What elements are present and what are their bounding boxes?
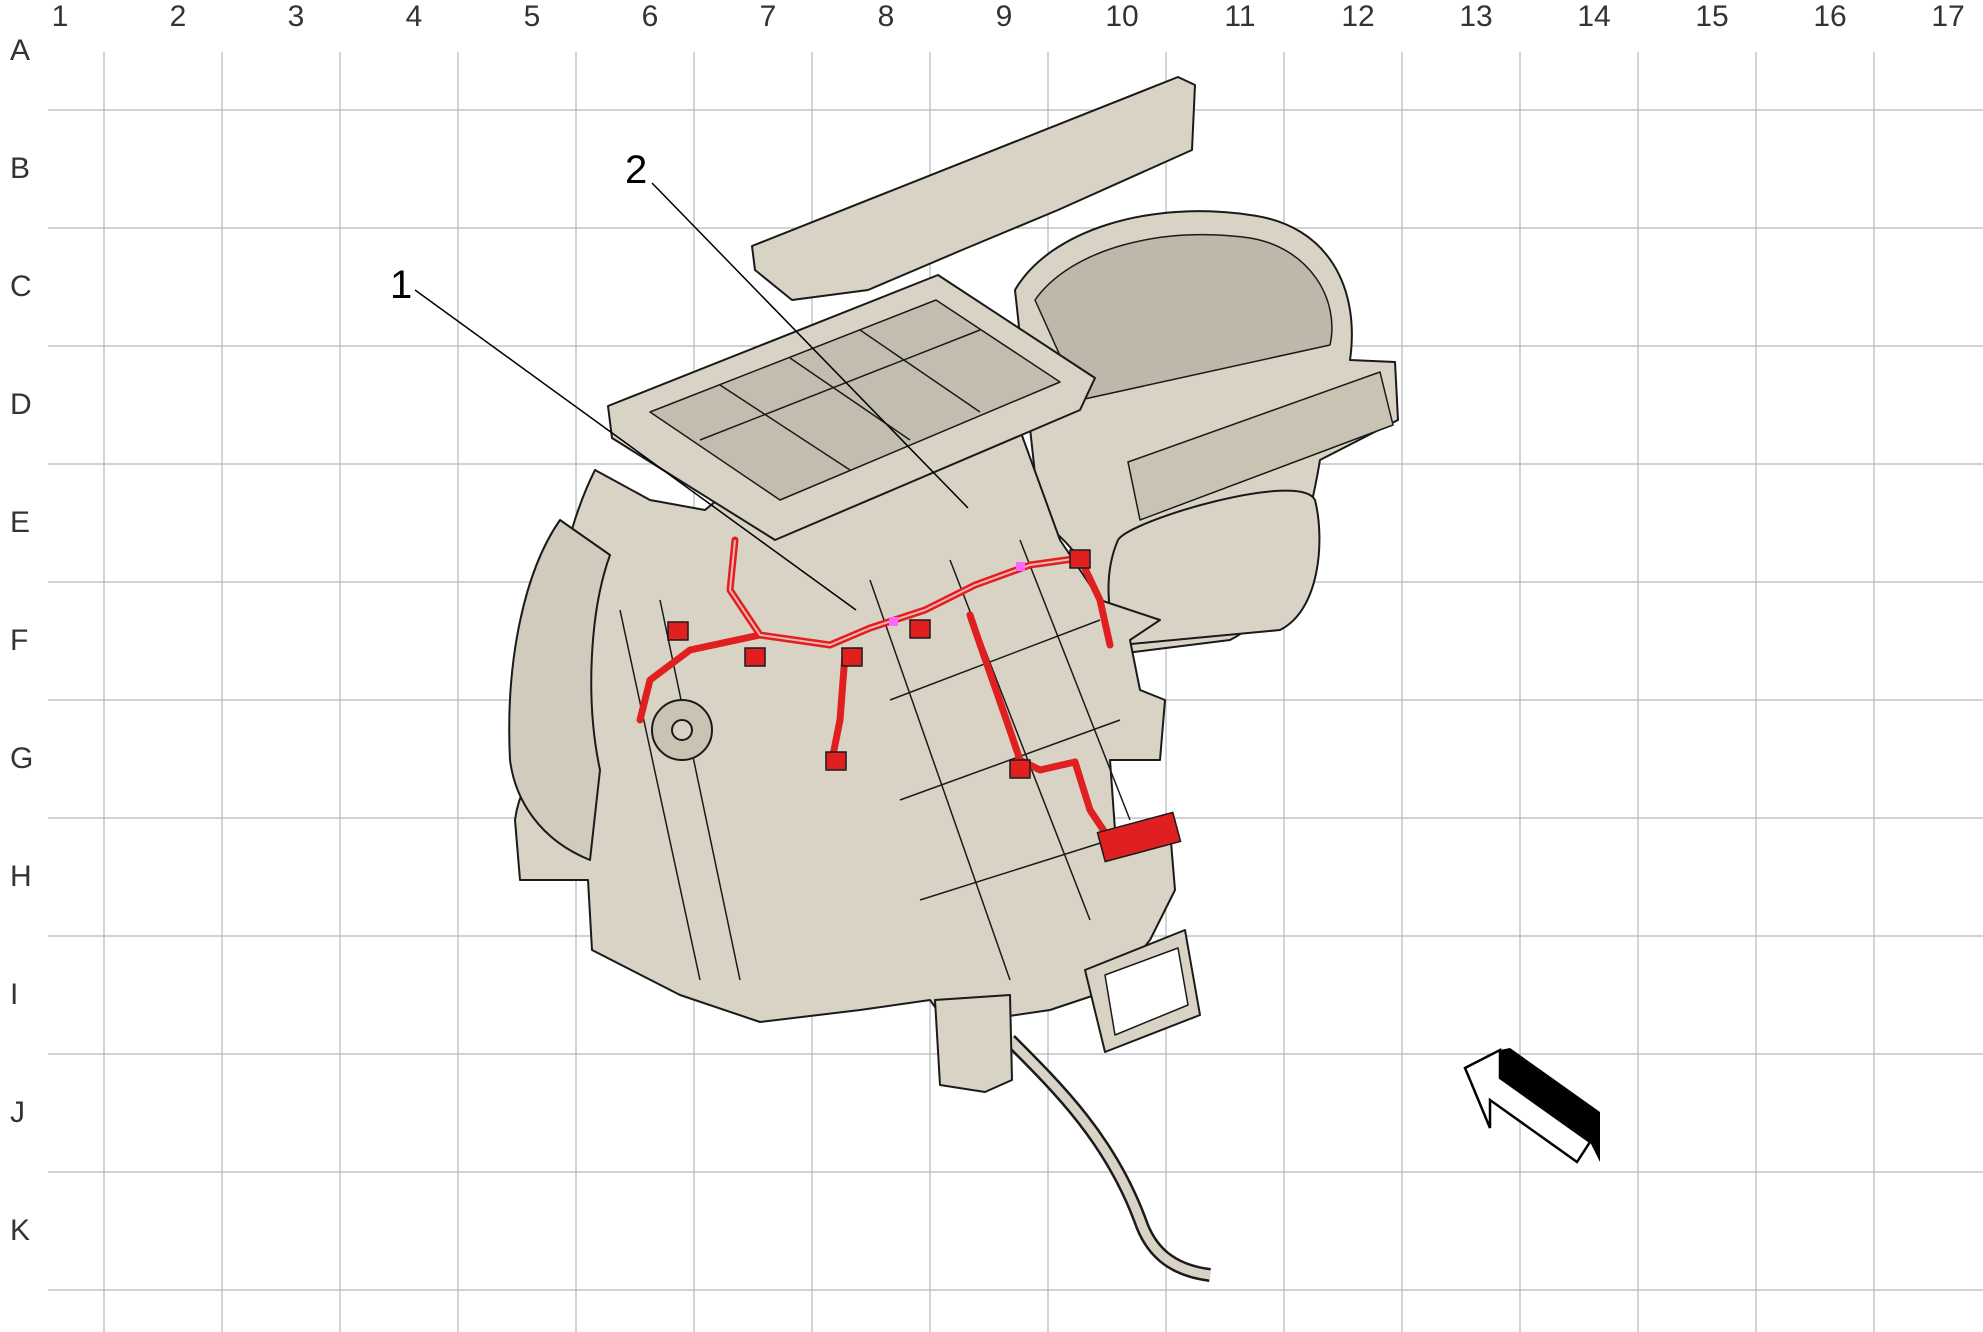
harness-branch-connector [1071,758,1114,844]
connector-1 [667,621,689,641]
callout-1-leader [414,289,857,611]
connector-5 [1069,549,1091,569]
outlet-grille-lines [699,329,981,471]
grid-column-label: 3 [288,0,305,33]
connector-3 [841,647,863,667]
grid-column-label: 14 [1577,0,1610,33]
floor-outlet-opening [1104,947,1189,1036]
view-direction-arrow [1463,1047,1600,1164]
top-outlet-inner [649,299,1061,501]
hvac-module-illustration [508,76,1399,1282]
harness-inner-stripe [728,539,1081,647]
grid-column-label: 12 [1341,0,1374,33]
connector-7 [825,751,847,771]
connector-2 [744,647,766,667]
splice-1 [889,617,898,626]
grid-row-label: A [10,34,30,67]
arrow-shadow [1500,1048,1600,1162]
grid-row-label: I [10,978,18,1011]
splice-2 [1016,562,1025,571]
upper-duct-panel [751,76,1196,301]
callout-2-leader [651,182,969,509]
grid-column-label: 8 [878,0,895,33]
grid-column-label: 15 [1695,0,1728,33]
grid-column-label: 5 [524,0,541,33]
callout-2: 2 [625,148,969,509]
drain-outlet-bracket [934,994,1013,1093]
actuator-hub [671,719,693,741]
grid-row-label: G [10,742,33,775]
harness-branch-upper-right [1076,554,1114,649]
arrow-body [1463,1047,1592,1164]
splice-markers [889,562,1025,626]
grid-row-label: J [10,1096,25,1129]
grid-column-label: 7 [760,0,777,33]
main-connector [1096,811,1182,863]
blower-filter-grille [1034,233,1333,401]
callout-1-number: 1 [390,263,412,307]
grid-row-label: D [10,388,32,421]
grid-column-label: 4 [406,0,423,33]
grid-row-label: K [10,1214,30,1247]
harness-branch-left [636,631,764,724]
connector-4 [909,619,931,639]
grid-row-label: B [10,152,30,185]
callout-2-number: 2 [625,148,647,192]
grid-column-label: 16 [1813,0,1846,33]
harness-connectors [667,549,1182,863]
grid-column-label: 10 [1105,0,1138,33]
harness-branch-lower [828,651,849,764]
left-volute [508,519,611,861]
grid-column-label: 17 [1931,0,1964,33]
grid-column-label: 11 [1224,0,1255,33]
grid-row-label: E [10,506,30,539]
grid-column-label: 9 [996,0,1013,33]
grid-column-label: 1 [52,0,69,33]
grid-column-label: 2 [170,0,187,33]
drain-tube-inner [1006,1036,1211,1280]
blower-intake-grille [1127,371,1394,521]
callout-1: 1 [390,263,857,611]
grid-row-label: C [10,270,32,303]
grid-column-label: 13 [1459,0,1492,33]
connector-6 [1009,759,1031,779]
grid-row-label: F [10,624,28,657]
row-labels: ABCDEFGHIJKL [10,34,33,1247]
grid-row-label: H [10,860,32,893]
grid-column-label: 6 [642,0,659,33]
